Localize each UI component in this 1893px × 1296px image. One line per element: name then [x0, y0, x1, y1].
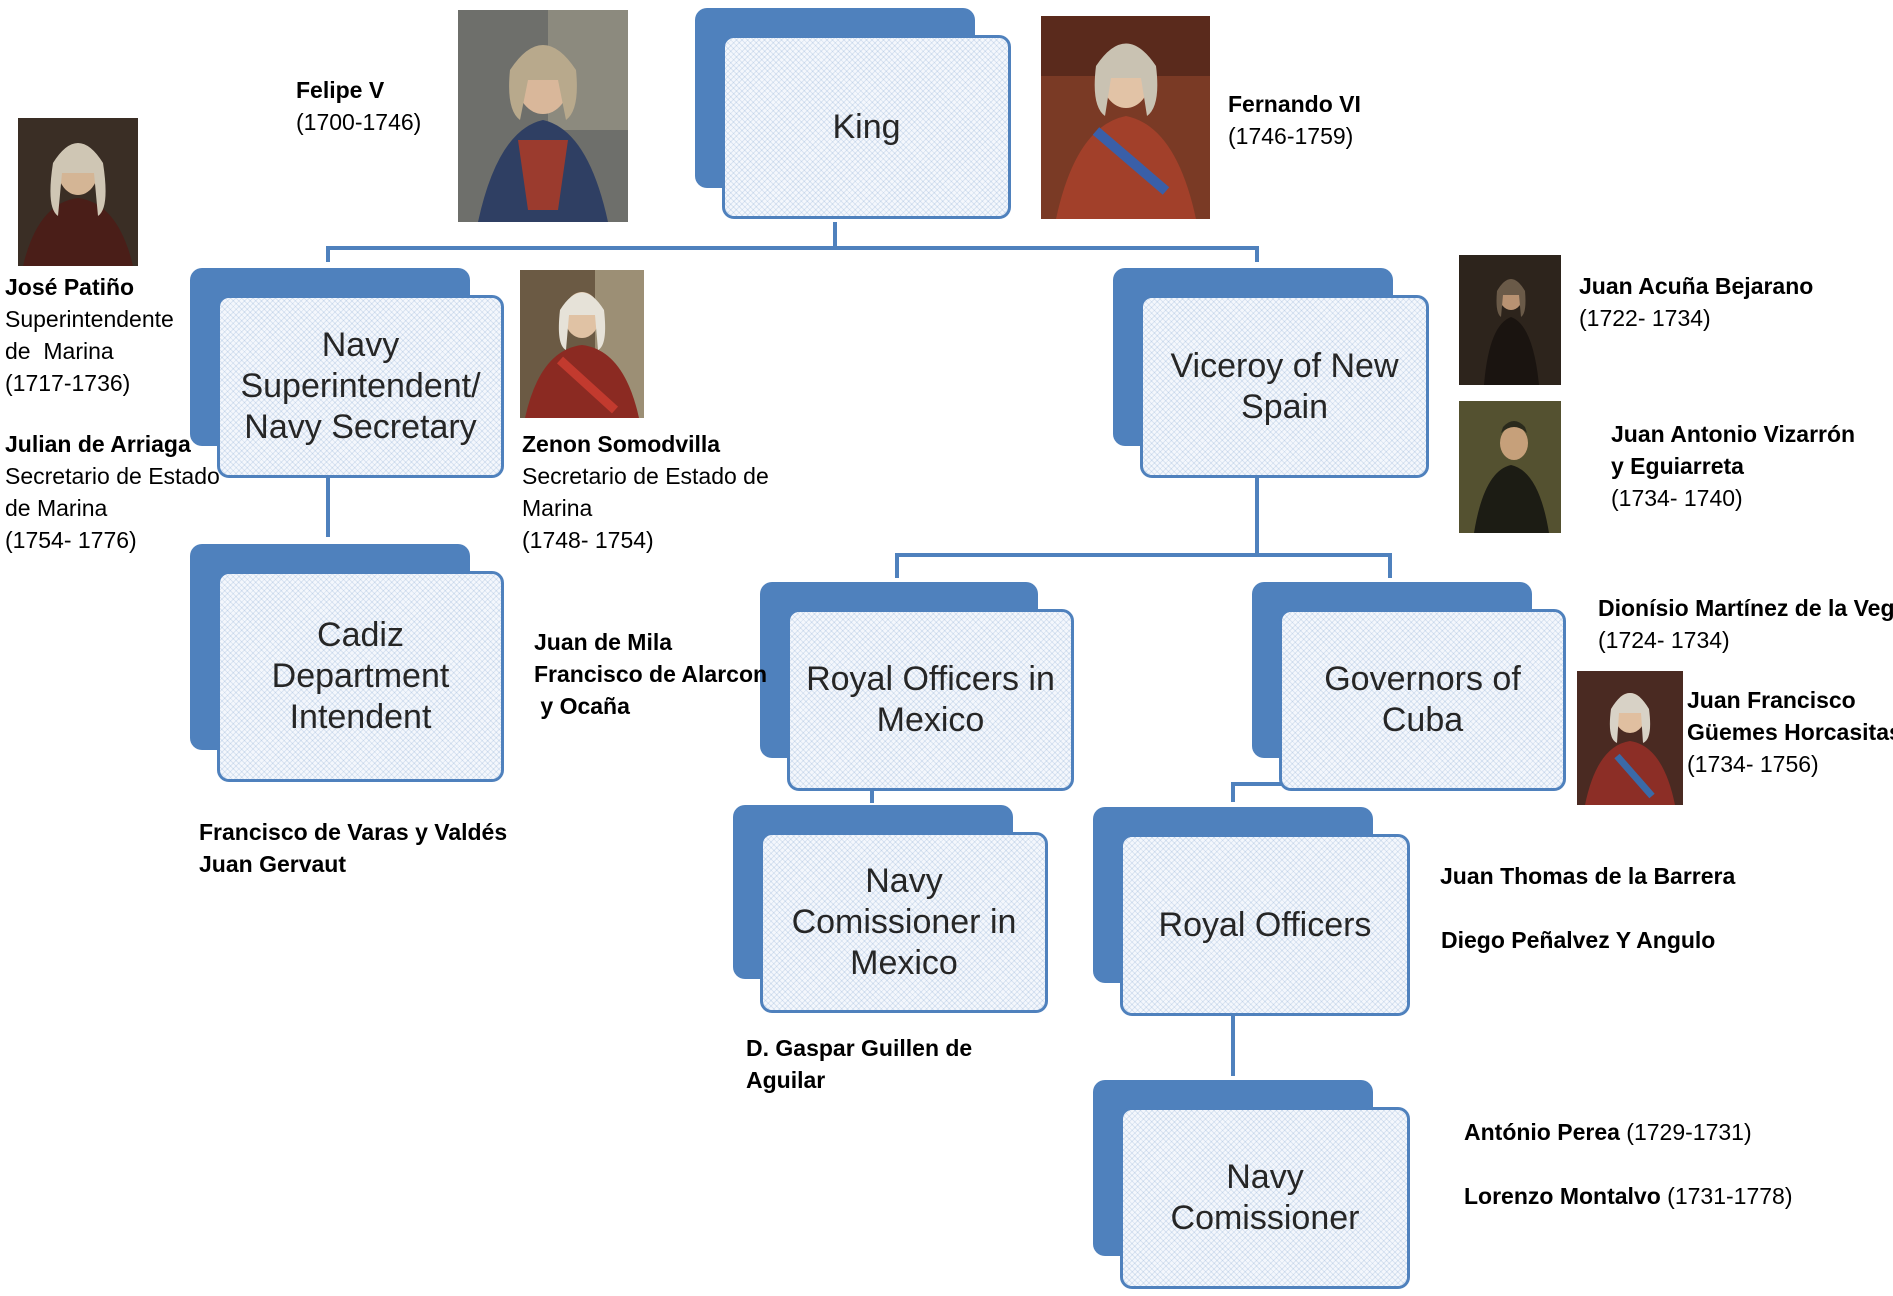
person-years: (1717-1736): [5, 370, 131, 396]
person-name: Juan Francisco: [1687, 687, 1856, 713]
portrait-juan-acuna-bejarano: [1459, 255, 1561, 385]
person-name: Lorenzo Montalvo: [1464, 1183, 1661, 1209]
person-name: Juan de Mila: [534, 629, 673, 655]
label-felipe-v: Felipe V (1700-1746): [296, 74, 421, 138]
label-francisco-de-varas: Francisco de Varas y Valdés Juan Gervaut: [199, 816, 507, 880]
node-king: King: [695, 8, 1011, 220]
node-cadiz-intendent: Cadiz Department Intendent: [190, 544, 504, 784]
label-juan-thomas-de-la-barrera: Juan Thomas de la Barrera: [1440, 860, 1735, 892]
label-dionisio-martinez: Dionísio Martínez de la Vega (1724- 1734…: [1598, 592, 1893, 656]
person-name: Diego Peñalvez Y Angulo: [1441, 927, 1716, 953]
person-name: Juan Thomas de la Barrera: [1440, 863, 1736, 889]
node-label: Navy Comissioner: [1170, 1158, 1360, 1237]
node-governors-cuba: Governors of Cuba: [1252, 582, 1566, 792]
label-fernando-vi: Fernando VI (1746-1759): [1228, 88, 1361, 152]
label-jose-patino: José Patiño Superintendente de Marina (1…: [5, 271, 174, 399]
portrait-zenon-somodvilla: [520, 270, 644, 418]
label-juan-antonio-vizarron: Juan Antonio Vizarrón y Eguiarreta (1734…: [1611, 418, 1855, 514]
person-name: José Patiño: [5, 274, 135, 300]
label-zenon-somodvilla: Zenon Somodvilla Secretario de Estado de…: [522, 428, 769, 556]
connector-viceroy-children: [895, 466, 1392, 578]
person-title: de Marina: [5, 338, 114, 364]
person-name: Güemes Horcasitas: [1687, 719, 1893, 745]
person-years: (1734- 1756): [1687, 751, 1819, 777]
person-name: y Ocaña: [534, 693, 630, 719]
label-juan-de-mila: Juan de Mila Francisco de Alarcon y Ocañ…: [534, 626, 767, 722]
node-navy-comissioner: Navy Comissioner: [1093, 1080, 1410, 1290]
person-name: Felipe V: [296, 77, 385, 103]
person-years: (1731-1778): [1660, 1183, 1793, 1209]
person-name: y Eguiarreta: [1611, 453, 1744, 479]
person-name: António Perea: [1464, 1119, 1620, 1145]
person-title: Superintendente: [5, 306, 174, 332]
person-name: D. Gaspar Guillen de: [746, 1035, 973, 1061]
portrait-fernando-vi: [1041, 16, 1210, 219]
person-name: Juan Antonio Vizarrón: [1611, 421, 1856, 447]
person-title: Marina: [522, 495, 593, 521]
person-years: (1722- 1734): [1579, 305, 1711, 331]
label-lorenzo-montalvo: Lorenzo Montalvo (1731-1778): [1464, 1180, 1792, 1212]
label-diego-penalvez: Diego Peñalvez Y Angulo: [1441, 924, 1715, 956]
node-label: Navy Superintendent/ Navy Secretary: [240, 326, 481, 446]
person-name: Fernando VI: [1228, 91, 1361, 117]
node-label: Royal Officers in Mexico: [806, 660, 1055, 739]
node-label: Royal Officers: [1158, 905, 1372, 944]
node-label: Cadiz Department Intendent: [271, 616, 450, 736]
person-years: (1724- 1734): [1598, 627, 1730, 653]
label-juan-acuna-bejarano: Juan Acuña Bejarano (1722- 1734): [1579, 270, 1813, 334]
portrait-juan-antonio-vizarron: [1459, 401, 1561, 533]
node-navy-superintendent: Navy Superintendent/ Navy Secretary: [190, 268, 504, 480]
person-name: Juan Acuña Bejarano: [1579, 273, 1814, 299]
person-years: (1748- 1754): [522, 527, 654, 553]
person-title: de Marina: [5, 495, 108, 521]
person-name: Dionísio Martínez de la Vega: [1598, 595, 1893, 621]
person-name: Francisco de Varas y Valdés: [199, 819, 508, 845]
person-name: Zenon Somodvilla: [522, 431, 721, 457]
person-years: (1734- 1740): [1611, 485, 1743, 511]
portrait-jose-patino: [18, 118, 138, 266]
portrait-juan-francisco-guemes: [1577, 671, 1683, 805]
person-title: Secretario de Estado de: [522, 463, 769, 489]
person-years: (1746-1759): [1228, 123, 1354, 149]
node-royal-officers-mexico: Royal Officers in Mexico: [760, 582, 1074, 792]
person-years: (1754- 1776): [5, 527, 137, 553]
node-label: King: [832, 107, 901, 146]
connector-king-children: [326, 222, 1259, 262]
label-antonio-perea: António Perea (1729-1731): [1464, 1116, 1752, 1148]
node-label: Governors of Cuba: [1324, 660, 1521, 739]
person-years: (1700-1746): [296, 109, 422, 135]
node-royal-officers: Royal Officers: [1093, 807, 1410, 1017]
node-label: Navy Comissioner in Mexico: [791, 862, 1017, 982]
person-years: (1729-1731): [1619, 1119, 1752, 1145]
label-juan-francisco-guemes: Juan Francisco Güemes Horcasitas (1734- …: [1687, 684, 1893, 780]
portrait-felipe-v: [458, 10, 628, 222]
node-label: Viceroy of New Spain: [1170, 346, 1399, 426]
person-name: Juan Gervaut: [199, 851, 346, 877]
node-navy-comissioner-mexico: Navy Comissioner in Mexico: [733, 805, 1048, 1014]
person-name: Francisco de Alarcon: [534, 661, 768, 687]
label-julian-de-arriaga: Julian de Arriaga Secretario de Estado d…: [5, 428, 220, 556]
person-title: Secretario de Estado: [5, 463, 220, 489]
label-gaspar-guillen: D. Gaspar Guillen de Aguilar: [746, 1032, 972, 1096]
person-name: Julian de Arriaga: [5, 431, 191, 457]
node-viceroy: Viceroy of New Spain: [1113, 268, 1429, 480]
person-name: Aguilar: [746, 1067, 826, 1093]
